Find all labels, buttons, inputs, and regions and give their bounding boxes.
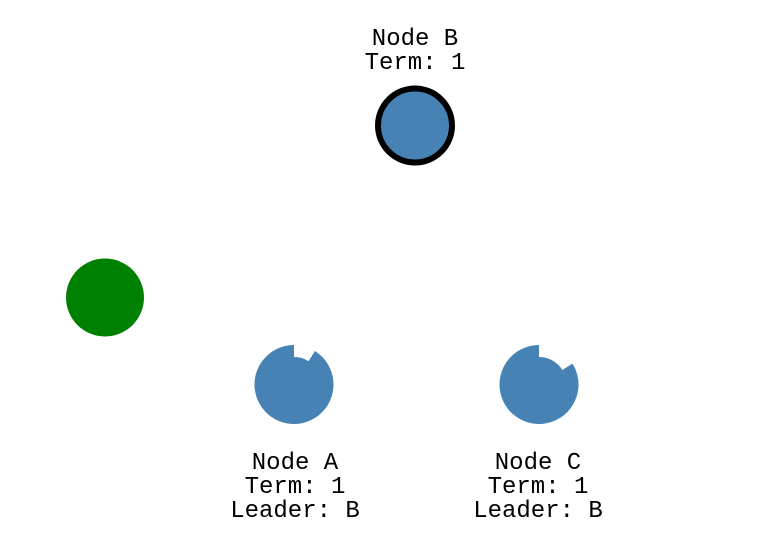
node-a-leader: Leader: B <box>230 498 360 525</box>
node-b-leader-circle <box>375 85 455 166</box>
node-b-name: Node B <box>371 26 459 53</box>
node-a-name: Node A <box>251 450 339 477</box>
node-b-label-block: Node B Term: 1 <box>365 28 466 76</box>
node-c-label-block: Node C Term: 1 Leader: B <box>473 452 603 524</box>
node-c-term: Term: 1 <box>487 474 589 501</box>
node-c-leader: Leader: B <box>473 498 603 525</box>
node-a-election-timer-pie <box>254 345 334 425</box>
node-a-term: Term: 1 <box>244 474 346 501</box>
node-b-term: Term: 1 <box>364 50 466 77</box>
node-c-election-timer-pie <box>499 345 579 424</box>
message-circle <box>66 258 144 337</box>
node-a-label-block: Node A Term: 1 Leader: B <box>230 452 360 524</box>
node-c-name: Node C <box>494 450 582 477</box>
